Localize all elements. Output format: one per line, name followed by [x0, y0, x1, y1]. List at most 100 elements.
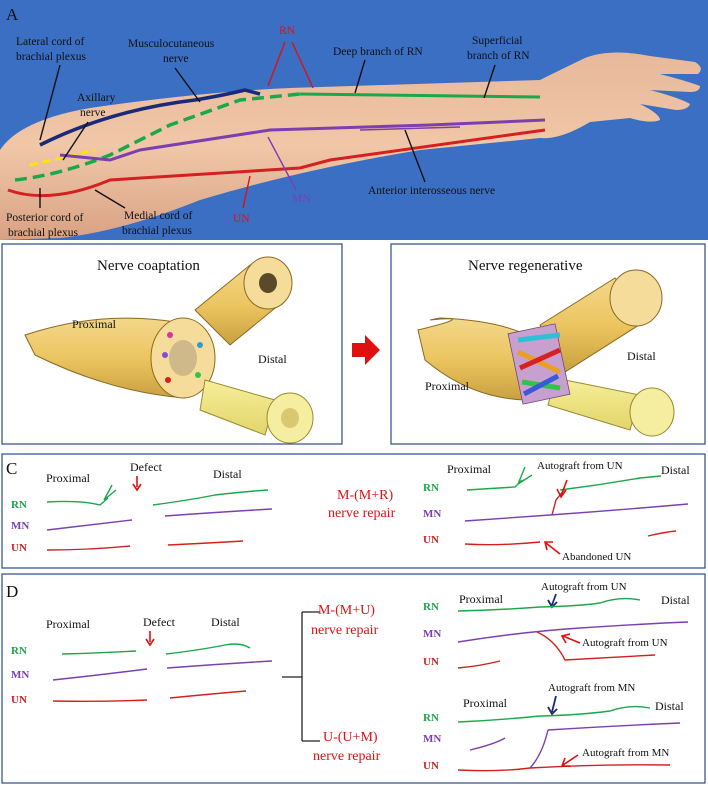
d-bottom-red-arrow-icon [560, 754, 579, 767]
panel-d-rn: RN [11, 645, 27, 657]
distal-core-lower [281, 408, 299, 428]
panel-d-defect: Defect [143, 615, 176, 629]
d-bottom-mn-distal [547, 722, 681, 731]
d-top-un-line [457, 660, 501, 669]
d-bottom-autograft-2: Autograft from MN [582, 747, 669, 759]
panel-c-right-rn: RN [423, 482, 439, 494]
radial-nerve [14, 92, 301, 182]
c-right-rn [466, 466, 662, 491]
label-rn: RN [279, 25, 296, 37]
panel-c-mn: MN [11, 520, 29, 532]
d-top-distal: Distal [661, 593, 690, 607]
d-top-autograft-1: Autograft from UN [541, 581, 627, 593]
fascicle-dot [162, 352, 168, 358]
panel-c-repair-2: nerve repair [328, 506, 396, 521]
panel-b-right-proximal: Proximal [425, 379, 470, 393]
d-rn-distal [165, 643, 251, 655]
panel-d-un: UN [11, 694, 27, 706]
distal-cross-section-right-lower [629, 387, 675, 437]
label-medial-1: Medial cord of [124, 210, 193, 222]
panel-a: A Lateral cord of brachial plexus Muscul… [0, 0, 708, 240]
red-arrow-icon [352, 335, 380, 365]
fascicle-dot [195, 372, 201, 378]
d-top-red-arrow-icon [560, 633, 581, 644]
panel-d-box [1, 573, 706, 784]
panel-b-left-distal: Distal [258, 352, 287, 366]
arm-photo [0, 52, 701, 240]
panel-c-repair-1: M-(M+R) [337, 488, 393, 503]
label-medial-2: brachial plexus [122, 225, 192, 237]
d-top-autograft-line [536, 631, 656, 661]
panel-d-repair-um-1: U-(U+M) [323, 730, 378, 745]
panel-c-distal: Distal [213, 467, 242, 481]
label-musculo-2: nerve [163, 53, 189, 65]
c-right-un [464, 530, 677, 546]
c-un-proximal [46, 545, 131, 551]
panel-c-defect: Defect [130, 460, 163, 474]
d-bottom-mn: MN [423, 733, 441, 745]
d-bottom-mn-proximal [469, 737, 506, 751]
c-mn-distal [164, 508, 273, 517]
leader-anterior [404, 129, 426, 183]
fiber [522, 373, 560, 397]
leader-lateral-cord [39, 64, 61, 141]
panel-c-right-distal: Distal [661, 463, 690, 477]
panel-c-autograft: Autograft from UN [537, 460, 623, 472]
label-musculo-1: Musculocutaneous [128, 38, 215, 50]
c-rn-proximal [46, 484, 117, 506]
distal-cross-section-right-upper [609, 269, 663, 327]
label-mn-a: MN [292, 193, 311, 205]
leader-rn-1 [267, 41, 286, 87]
d-top-rn-line [457, 597, 641, 612]
panel-d-distal: Distal [211, 615, 240, 629]
d-top-un: UN [423, 656, 439, 668]
d-bottom-autograft-line [529, 729, 549, 769]
panel-c-un: UN [11, 542, 27, 554]
label-axillary-2: nerve [80, 107, 106, 119]
panel-b-left-title: Nerve coaptation [97, 258, 200, 274]
label-anterior: Anterior interosseous nerve [368, 185, 495, 197]
panel-c-abandoned: Abandoned UN [562, 551, 631, 563]
panel-b: B Nerve coaptation Nerve regenerative Pr… [1, 243, 706, 445]
anterior-interosseous-nerve [359, 126, 461, 131]
panel-c-letter: C [6, 459, 17, 478]
label-posterior-1: Posterior cord of [6, 212, 83, 224]
leader-axillary [62, 121, 89, 161]
d-bottom-rn-line [457, 705, 651, 723]
distal-core-upper [259, 273, 277, 293]
panel-d-repair-mu-1: M-(M+U) [318, 603, 375, 618]
musculocutaneous-nerve [39, 88, 261, 147]
d-bottom-navy-arrow-icon [547, 695, 558, 716]
panel-a-letter: A [6, 5, 19, 24]
panel-c-right-proximal: Proximal [447, 462, 492, 476]
d-top-mn-line [457, 621, 689, 643]
c-rn-distal [152, 489, 269, 506]
panel-c-right-un: UN [423, 534, 439, 546]
d-mn-proximal [52, 668, 148, 681]
label-axillary-1: Axillary [77, 92, 116, 104]
d-top-proximal: Proximal [459, 592, 504, 606]
fascicle-dot [167, 332, 173, 338]
c-un-distal [167, 540, 244, 546]
label-un-a: UN [233, 213, 250, 225]
d-mn-distal [166, 660, 273, 669]
label-superficial-2: branch of RN [467, 50, 530, 62]
d-top-mn: MN [423, 628, 441, 640]
panel-b-left-proximal: Proximal [72, 317, 117, 331]
leader-mn [267, 136, 297, 191]
panel-d-mn: MN [11, 669, 29, 681]
panel-d-repair-mu-2: nerve repair [311, 623, 379, 638]
c-mn-proximal [46, 519, 133, 531]
panel-c-box [1, 453, 706, 569]
d-un-distal [169, 690, 247, 699]
panel-c-right-mn: MN [423, 508, 441, 520]
d-rn-proximal [61, 650, 137, 655]
d-bottom-distal: Distal [655, 699, 684, 713]
d-bottom-rn: RN [423, 712, 439, 724]
panel-c-proximal: Proximal [46, 471, 91, 485]
fascicle-dot [165, 377, 171, 383]
c-right-autograft-arrow-icon [556, 479, 568, 499]
leader-un [242, 175, 251, 209]
label-posterior-2: brachial plexus [8, 227, 78, 239]
